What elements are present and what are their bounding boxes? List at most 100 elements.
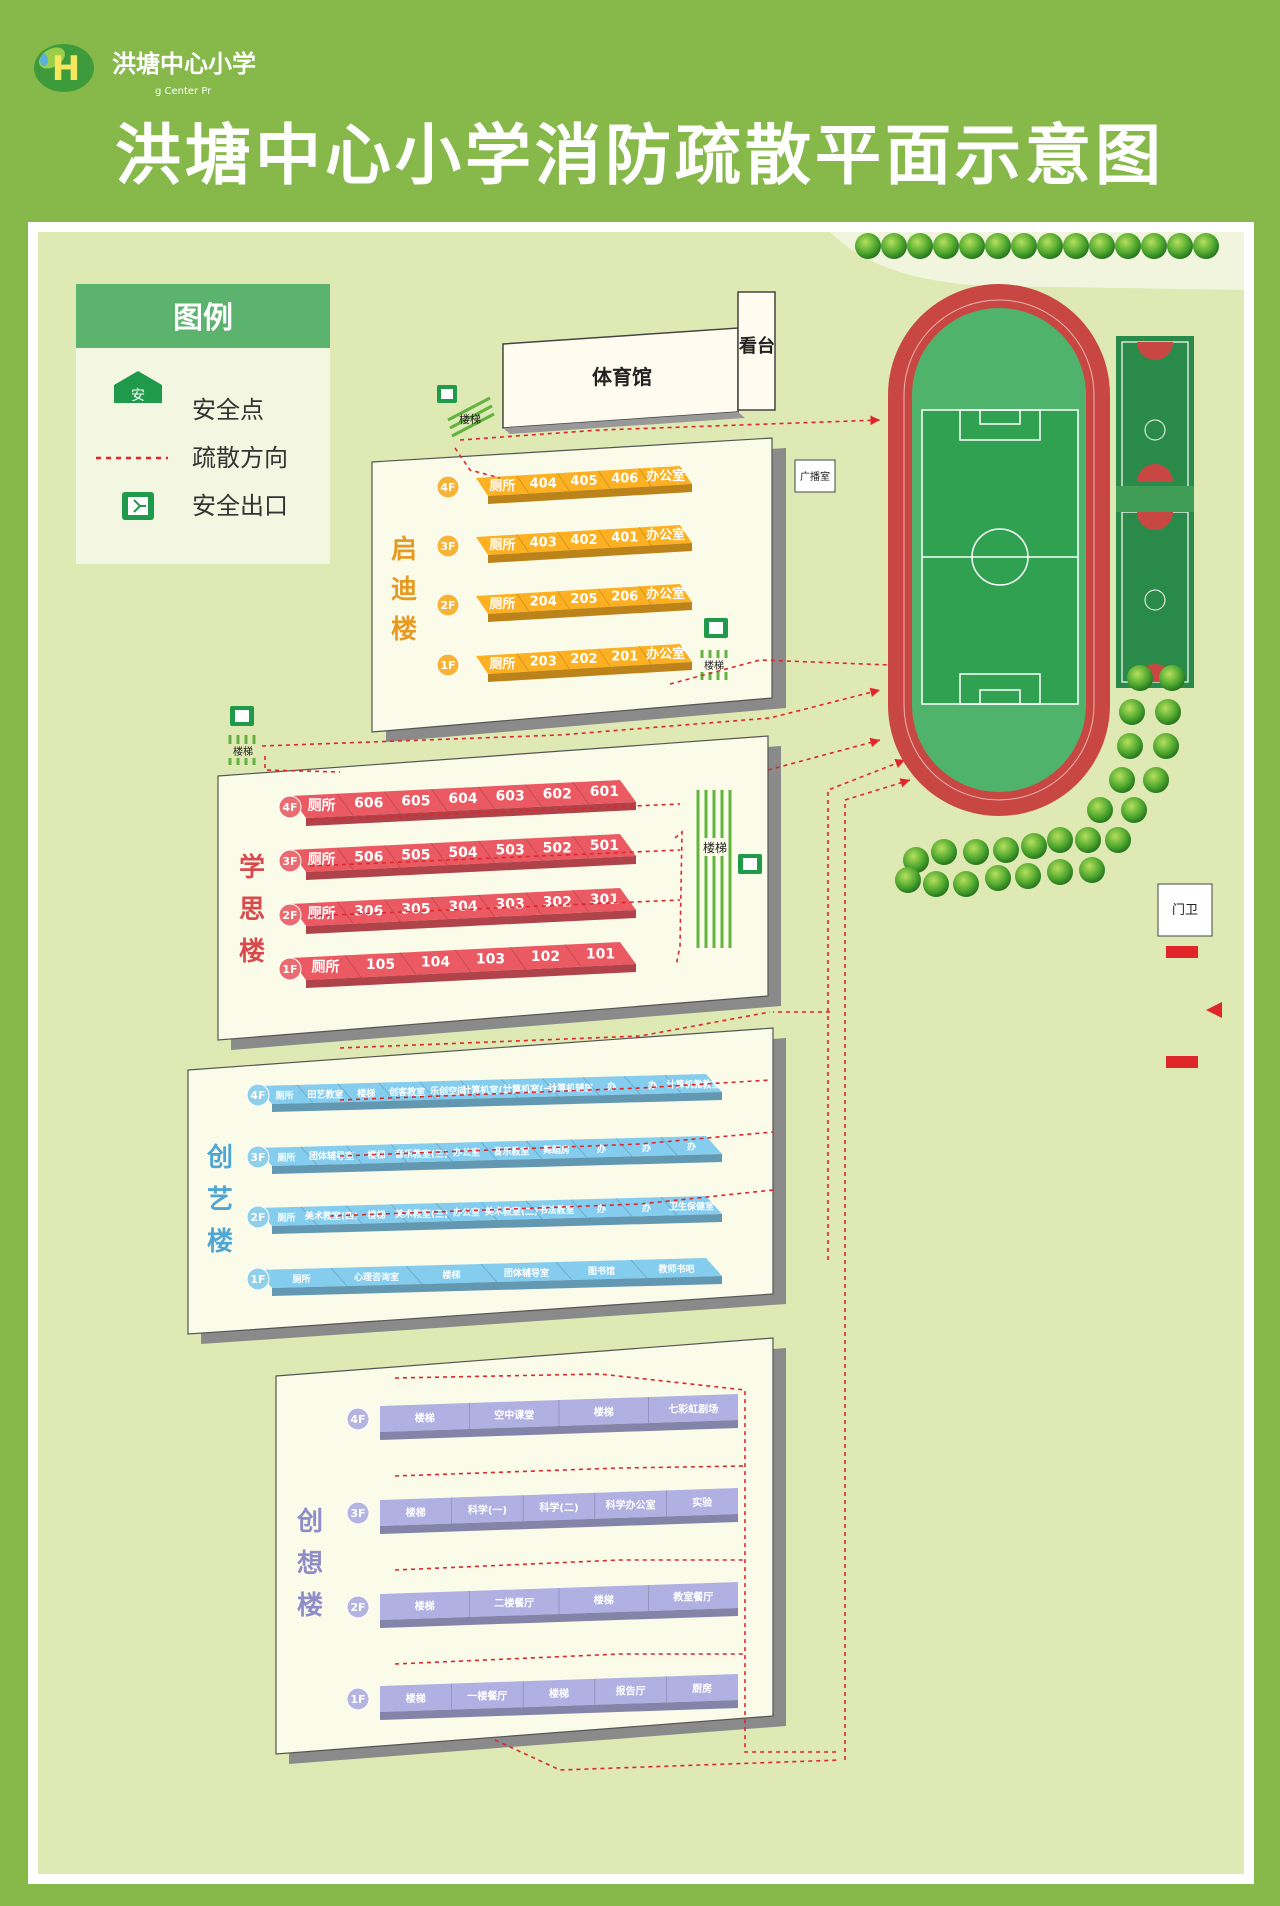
xuesi-room-label: 503	[496, 843, 525, 859]
chuangyi-floor-badge: 3F	[246, 1145, 270, 1169]
qidi-room-label: 406	[611, 472, 638, 487]
logo-subtext: g Center Pr	[155, 86, 212, 97]
tree	[1167, 233, 1193, 259]
qidi-floor-number: 2F	[440, 599, 455, 612]
chuangyi-room-label: 田艺教室	[307, 1088, 343, 1100]
chuangyi-room-label: 音乐教室	[493, 1145, 529, 1157]
chuangxiang-room-label: 七彩虹剧场	[668, 1403, 718, 1416]
broadcast-room	[794, 459, 836, 493]
qidi-room-label: 厕所	[489, 596, 515, 612]
tree	[907, 233, 933, 259]
qidi-floor-side	[488, 602, 692, 622]
chuangyi-room-label: 计算机辅房	[548, 1082, 593, 1094]
xuesi-exit-icon	[738, 854, 762, 874]
tree	[959, 233, 985, 259]
chuangxiang-room-label: 教室餐厅	[672, 1591, 713, 1604]
xuesi-room-label: 504	[448, 845, 477, 861]
qidi-floor-badge: 3F	[436, 534, 460, 558]
qidi-floor-number: 3F	[440, 540, 455, 553]
xuesi-floor-side	[306, 964, 636, 988]
page-title: 洪塘中心小学消防疏散平面示意图	[115, 117, 1165, 194]
xuesi-room-label: 105	[366, 957, 395, 973]
chuangyi-floor-top	[256, 1074, 722, 1104]
chuangyi-floor-number: 4F	[250, 1089, 265, 1102]
qidi-room-label: 201	[611, 650, 638, 665]
chuangxiang-floor-1F: 楼梯一楼餐厅楼梯报告厅厨房1F	[346, 1674, 738, 1720]
chuangyi-room-label: 楼梯	[367, 1149, 385, 1161]
chuangxiang-floor-top	[380, 1674, 738, 1712]
broadcast-room-label: 广播室	[800, 470, 830, 483]
chuangxiang-floor-number: 4F	[350, 1413, 365, 1426]
chuangxiang-room-label: 报告厅	[616, 1685, 646, 1698]
tree	[923, 871, 949, 897]
qidi-floor-side	[488, 543, 692, 563]
chuangyi-name-3: 楼	[207, 1227, 233, 1257]
qidi-floor-top	[476, 466, 692, 496]
tree	[1155, 699, 1181, 725]
chuangxiang-floor-number: 2F	[350, 1601, 365, 1614]
chuangyi-room-label: 书法教室	[538, 1204, 574, 1216]
qidi-stairs: 楼梯	[700, 650, 728, 680]
chuangyi-room-label: 厕所	[277, 1151, 295, 1163]
gym-stand	[737, 291, 776, 411]
xuesi-room-label: 101	[586, 946, 615, 962]
gym-stairs: 楼梯	[447, 396, 495, 438]
chuangyi-room-label: 楼梯	[367, 1209, 385, 1221]
xuesi-name-2: 思	[239, 895, 265, 925]
chuangxiang-room-label: 厨房	[692, 1682, 712, 1695]
chuangyi-room-label: 厕所	[277, 1211, 295, 1223]
school-logo: H	[34, 44, 94, 92]
chuangyi-room-label: 音乐教室(三)	[395, 1148, 448, 1160]
chuangyi-room-label: 楼梯	[442, 1269, 460, 1281]
gate-arrow	[1206, 1002, 1222, 1018]
chuangxiang-floor-badge: 4F	[346, 1407, 370, 1431]
trees	[855, 233, 1219, 897]
tree	[993, 837, 1019, 863]
tree	[1127, 665, 1153, 691]
logo-letter: H	[52, 49, 80, 89]
qidi-room-label: 办公室	[646, 646, 685, 662]
chuangxiang-floor-top	[380, 1488, 738, 1526]
chuangxiang-room-label: 一楼餐厅	[467, 1689, 507, 1702]
qidi-floor-badge: 4F	[436, 475, 460, 499]
legend-title: 图例	[173, 301, 233, 336]
xuesi-floor-number: 4F	[282, 801, 297, 814]
legend-label-direction: 疏散方向	[192, 444, 288, 472]
tree	[1047, 859, 1073, 885]
xuesi-room-label: 厕所	[308, 851, 336, 868]
chuangyi-room-label: 办	[642, 1202, 651, 1214]
tree	[985, 233, 1011, 259]
chuangyi-room-label: 办公室	[453, 1147, 480, 1159]
chuangxiang-room-label: 楼梯	[594, 1406, 614, 1419]
chuangyi-room-label: 心理咨询室	[354, 1271, 399, 1283]
tree	[1105, 827, 1131, 853]
xuesi-floor-badge: 4F	[278, 795, 302, 819]
chuangxiang-floor-2F: 楼梯二楼餐厅楼梯教室餐厅2F	[346, 1582, 738, 1628]
chuangyi-room-label: 教师书吧	[657, 1263, 694, 1275]
xuesi-room-label: 601	[590, 784, 619, 800]
xuesi-floor-side	[306, 910, 636, 934]
tree	[903, 847, 929, 873]
tree	[1141, 233, 1167, 259]
xuesi-stairs: 楼梯	[696, 790, 732, 948]
west-exit-icon	[230, 706, 254, 726]
guard-room-label: 门卫	[1172, 903, 1198, 918]
xuesi-room-label: 505	[401, 847, 430, 863]
qidi-name-2: 迪	[391, 575, 417, 605]
qidi-name-1: 启	[391, 534, 417, 565]
tree	[1121, 797, 1147, 823]
qidi-floor-top	[476, 584, 692, 614]
chuangxiang-floor-3F: 楼梯科学(一)科学(二)科学办公室实验3F	[346, 1488, 738, 1534]
xuesi-room-label: 303	[496, 897, 525, 913]
chuangyi-floor-3F: 厕所团体辅导室楼梯音乐教室(三)办公室音乐教室舞蹈房办办办3F	[246, 1136, 722, 1174]
tree	[1117, 733, 1143, 759]
chuangyi-room-label: 办	[642, 1142, 651, 1154]
chuangxiang-room-label: 楼梯	[406, 1506, 426, 1519]
xuesi-name-3: 楼	[239, 937, 265, 967]
